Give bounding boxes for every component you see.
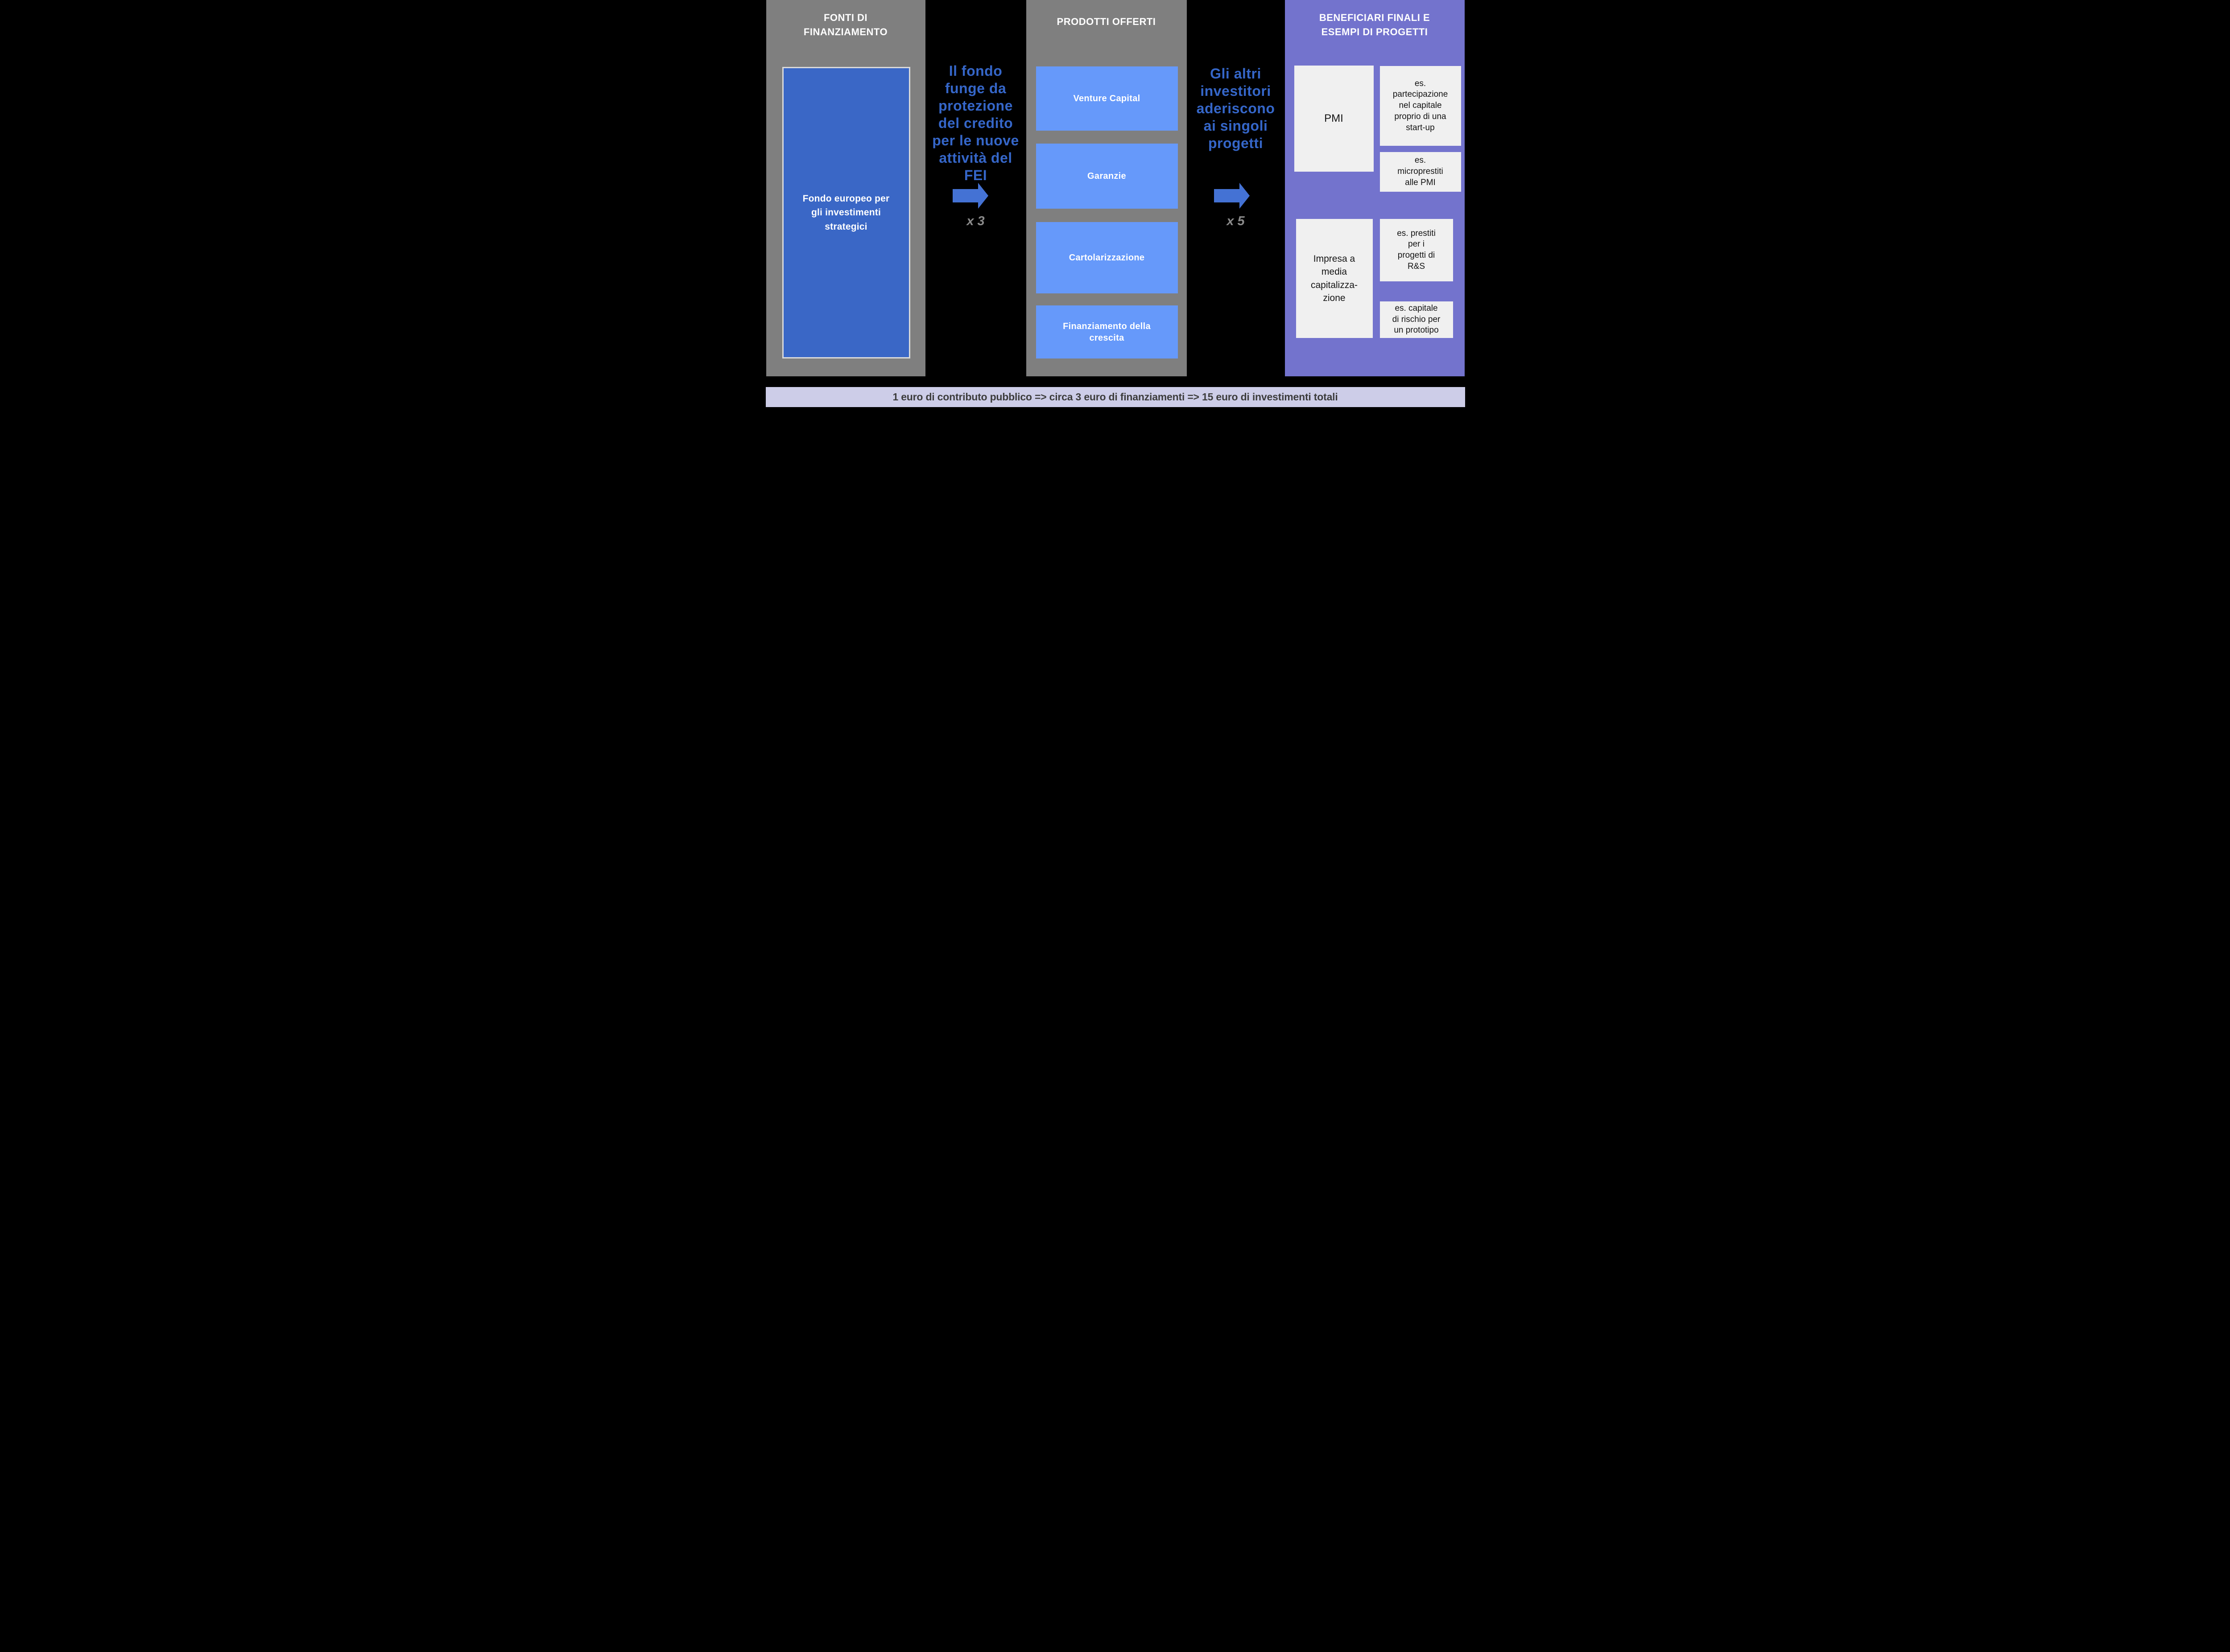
product-cartolarizzazione-box: Cartolarizzazione bbox=[1036, 222, 1178, 293]
european-strategic-investment-fund-box: Fondo europeo per gli investimenti strat… bbox=[782, 67, 910, 358]
leverage-summary-bar: 1 euro di contributo pubblico => circa 3… bbox=[765, 387, 1465, 407]
right-arrow-head bbox=[1239, 183, 1250, 209]
beneficiary-midcap-box: Impresa a media capitalizza- zione bbox=[1296, 219, 1373, 338]
example-rd-loans-box: es. prestiti per i progetti di R&S bbox=[1379, 219, 1453, 281]
example-prototype-risk-capital-box: es. capitale di rischio per un prototipo bbox=[1379, 301, 1453, 338]
funding-sources-title: FONTI DI FINANZIAMENTO bbox=[803, 12, 888, 37]
right-arrow-body bbox=[952, 189, 978, 202]
efsi-flow-diagram: FONTI DI FINANZIAMENTO Fondo europeo per… bbox=[764, 0, 1466, 413]
right-arrow-body bbox=[1214, 189, 1239, 202]
product-garanzie-box: Garanzie bbox=[1036, 144, 1178, 209]
right-arrow-head bbox=[978, 183, 988, 209]
flow-other-investors-text: Gli altri investitori aderiscono ai sing… bbox=[1196, 66, 1275, 151]
multiplier-x3-label: x 3 bbox=[966, 214, 985, 228]
column-final-beneficiaries: BENEFICIARI FINALI E ESEMPI DI PROGETTI … bbox=[1284, 0, 1465, 376]
flow-credit-protection-text: Il fondo funge da protezione del credito… bbox=[932, 63, 1019, 183]
right-arrow-icon bbox=[1214, 183, 1250, 209]
example-startup-equity-box: es. partecipazione nel capitale proprio … bbox=[1379, 66, 1461, 146]
column-funding-sources: FONTI DI FINANZIAMENTO Fondo europeo per… bbox=[766, 0, 925, 376]
right-arrow-icon bbox=[952, 183, 988, 209]
offered-products-title: PRODOTTI OFFERTI bbox=[1057, 16, 1156, 27]
product-finanziamento-crescita-box: Finanziamento della crescita bbox=[1036, 305, 1178, 358]
column-offered-products: PRODOTTI OFFERTI Venture Capital Garanzi… bbox=[1026, 0, 1187, 376]
multiplier-x5-label: x 5 bbox=[1226, 214, 1245, 228]
leverage-summary-text: 1 euro di contributo pubblico => circa 3… bbox=[892, 391, 1338, 403]
example-microloans-box: es. microprestiti alle PMI bbox=[1379, 152, 1461, 192]
product-venture-capital-box: Venture Capital bbox=[1036, 66, 1178, 131]
beneficiary-pmi-box: PMI bbox=[1294, 66, 1374, 172]
final-beneficiaries-title: BENEFICIARI FINALI E ESEMPI DI PROGETTI bbox=[1319, 12, 1430, 37]
